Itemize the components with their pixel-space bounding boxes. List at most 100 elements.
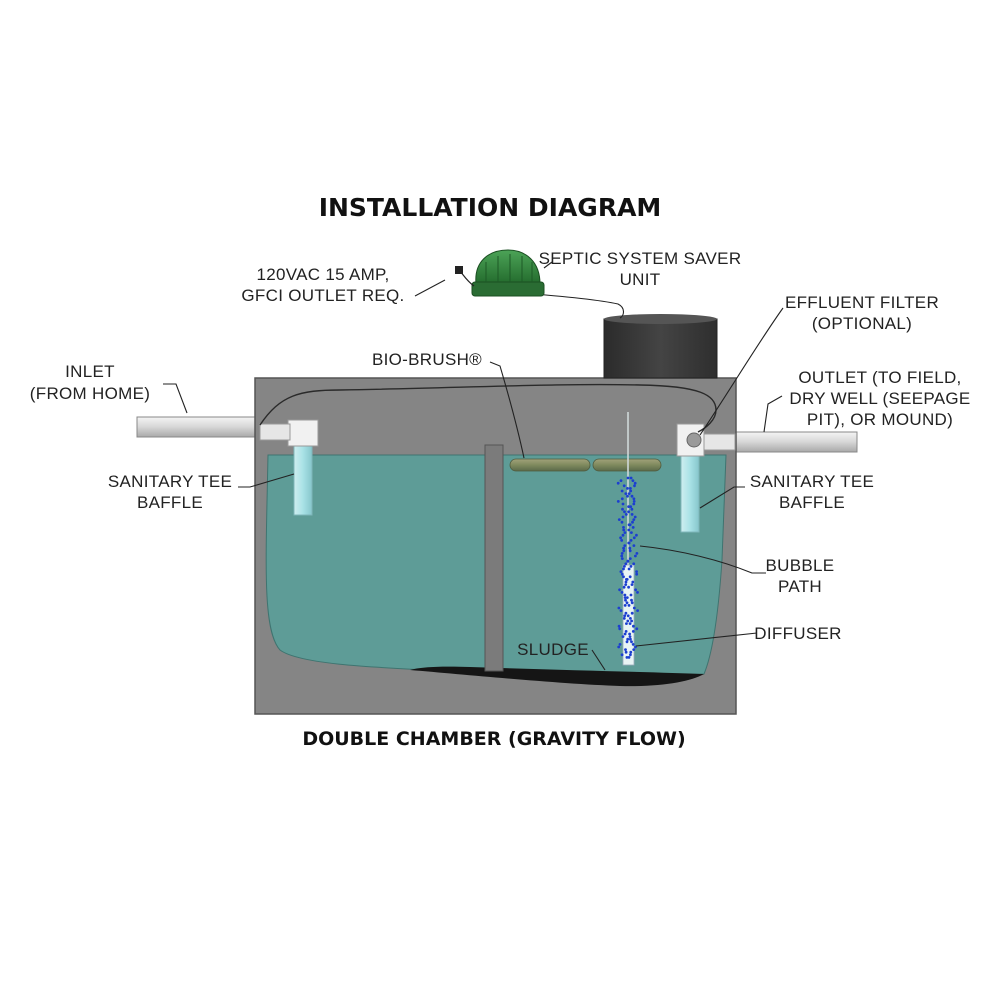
diffuser-label: DIFFUSER: [754, 624, 841, 643]
bubble: [627, 523, 631, 527]
bubble: [620, 539, 624, 542]
bubble: [632, 606, 636, 610]
bubble: [629, 539, 633, 542]
bubble: [618, 588, 621, 592]
bubble: [630, 507, 634, 511]
bubble: [627, 492, 631, 495]
tank-riser: [603, 318, 718, 379]
bubble: [635, 533, 638, 537]
power-label-1: 120VAC 15 AMP,: [256, 265, 389, 284]
bubble: [631, 630, 635, 633]
bubble: [620, 497, 624, 501]
bubble: [624, 611, 628, 615]
bubble: [630, 513, 634, 516]
biobrush-leader: [489, 361, 525, 459]
tee-left-label-2: BAFFLE: [137, 493, 203, 512]
riser-lid: [604, 314, 717, 324]
power-plug-icon: [455, 266, 463, 274]
bubble: [621, 635, 625, 638]
filter-label-1: EFFLUENT FILTER: [785, 293, 939, 312]
bubble: [635, 570, 638, 573]
bubble: [632, 648, 636, 651]
bubble: [627, 585, 630, 589]
bubble: [620, 552, 624, 555]
bubble: [632, 562, 636, 566]
sludge-leader: [591, 649, 606, 671]
bubble: [634, 554, 637, 558]
bubble: [624, 513, 628, 516]
diagram-subtitle: DOUBLE CHAMBER (GRAVITY FLOW): [302, 728, 685, 750]
bubble: [636, 591, 639, 594]
bubble: [627, 656, 631, 659]
septic-saver-unit: [471, 249, 545, 297]
bubble-leader: [639, 545, 766, 574]
tee-left-leader: [238, 473, 295, 488]
bubble: [628, 557, 632, 560]
tee-right-leader: [699, 486, 745, 509]
bubble: [620, 520, 624, 524]
bubble: [620, 489, 624, 493]
bubble: [625, 601, 629, 605]
bubble: [622, 528, 626, 532]
unit-label-2: UNIT: [620, 270, 661, 289]
bubble: [631, 643, 635, 646]
bubble: [634, 588, 637, 592]
bubble: [626, 619, 630, 623]
filter-label-2: (OPTIONAL): [812, 314, 912, 333]
bubble: [627, 505, 630, 508]
bubble: [623, 593, 627, 597]
bubble: [627, 510, 630, 514]
bubble: [632, 497, 636, 501]
bubble: [620, 554, 624, 558]
bubble: [628, 575, 632, 579]
bio-brush-right: [592, 458, 662, 472]
bubble: [625, 656, 629, 659]
bubble: [617, 645, 621, 649]
bubble: [620, 653, 624, 657]
bubble: [624, 650, 628, 654]
bubble: [631, 479, 635, 482]
bubble: [633, 515, 637, 519]
bubble: [617, 624, 621, 628]
filter-leader: [699, 307, 784, 436]
bubble: [630, 619, 633, 623]
bubble: [623, 604, 627, 607]
bubble: [629, 489, 633, 493]
bubble: [622, 546, 625, 550]
tee-right-label-1: SANITARY TEE: [750, 472, 874, 491]
bubble: [616, 481, 620, 485]
bubble: [619, 536, 622, 540]
bubble: [624, 598, 627, 602]
outlet-pipe: [734, 431, 858, 453]
bubble: [631, 520, 634, 524]
bubble: [623, 544, 627, 547]
bubble: [624, 580, 628, 584]
bubble: [622, 484, 626, 488]
bubble: [624, 492, 628, 495]
bubble: [616, 500, 620, 503]
bubble: [622, 567, 625, 571]
bubble: [630, 494, 634, 498]
bubble: [622, 617, 626, 620]
chamber-divider: [484, 444, 504, 672]
bubble: [630, 598, 633, 602]
bubble: [635, 627, 639, 631]
bubble: [628, 632, 631, 636]
left-tee-fitting: [287, 419, 319, 447]
bubble: [635, 572, 639, 576]
bubble: [632, 502, 636, 506]
bubble-label-1: BUBBLE: [766, 556, 835, 575]
bubble: [631, 526, 635, 529]
bubble: [630, 583, 634, 586]
tee-right-label-2: BAFFLE: [779, 493, 845, 512]
bubble: [631, 580, 635, 584]
outlet-leader: [763, 395, 783, 433]
bubble: [619, 609, 623, 612]
bubble: [633, 481, 637, 485]
effluent-filter: [686, 432, 702, 448]
unit-label-1: SEPTIC SYSTEM SAVER: [539, 249, 742, 268]
power-leader: [414, 279, 446, 297]
bubble: [630, 640, 633, 644]
bubble-label-2: PATH: [778, 577, 822, 596]
bubble: [625, 596, 629, 599]
